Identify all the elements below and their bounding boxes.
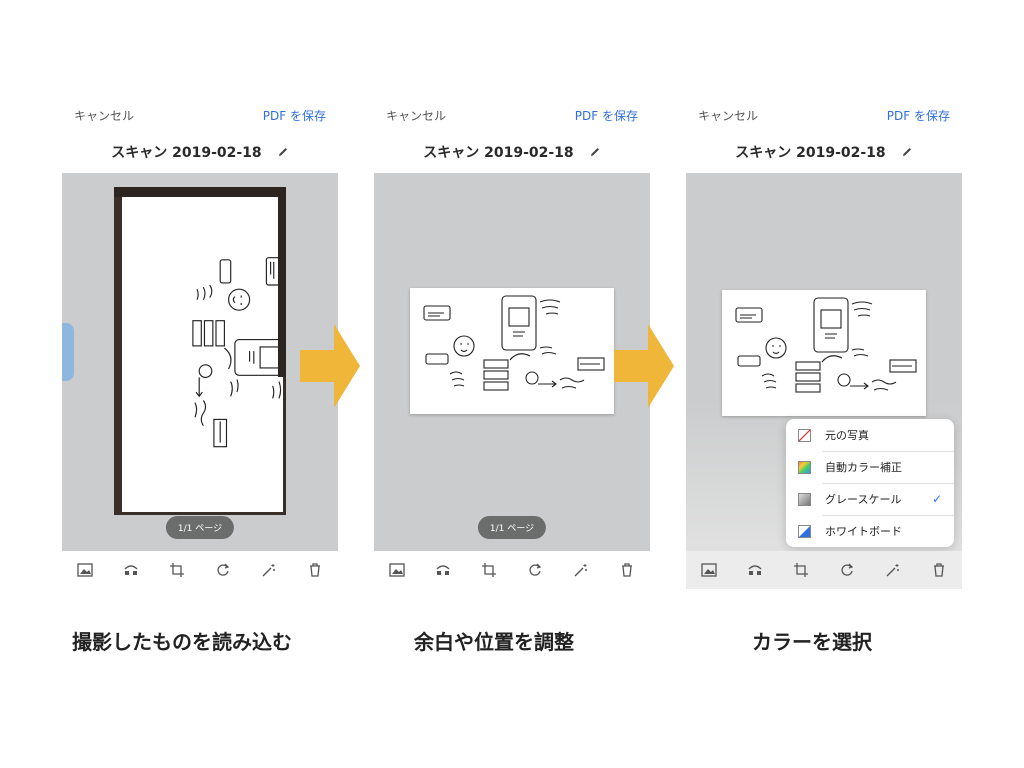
reorder-icon[interactable] (120, 559, 142, 581)
document-title[interactable]: スキャン 2019-02-18 (111, 145, 262, 161)
menu-item-label: 元の写真 (825, 429, 869, 442)
document-title[interactable]: スキャン 2019-02-18 (423, 145, 574, 161)
trash-icon[interactable] (928, 559, 950, 581)
scan-canvas: 元の写真 自動カラー補正 グレースケール ✓ ホワイトボード (686, 173, 962, 588)
menu-item-grayscale[interactable]: グレースケール ✓ (786, 483, 954, 515)
caption-step-1: 撮影したものを読み込む (72, 630, 292, 654)
original-photo-icon (798, 428, 811, 442)
cancel-button[interactable]: キャンセル (74, 109, 135, 123)
menu-item-label: 自動カラー補正 (825, 461, 902, 474)
scanned-photo (114, 187, 293, 515)
pencil-icon[interactable] (277, 143, 289, 162)
step-arrow-icon (614, 324, 674, 408)
crop-icon[interactable] (166, 559, 188, 581)
save-pdf-button[interactable]: PDF を保存 (262, 109, 326, 123)
image-icon[interactable] (698, 559, 720, 581)
bottom-toolbar (686, 551, 962, 589)
menu-item-original[interactable]: 元の写真 (786, 419, 954, 451)
reorder-icon[interactable] (432, 559, 454, 581)
grayscale-icon (798, 492, 811, 506)
top-bar: キャンセル PDF を保存 (62, 100, 338, 130)
sketch-content (423, 295, 605, 391)
title-bar: スキャン 2019-02-18 (374, 142, 650, 164)
check-icon: ✓ (931, 492, 942, 506)
sketch-content (192, 257, 293, 448)
whiteboard-icon (798, 524, 811, 538)
crop-icon[interactable] (790, 559, 812, 581)
scan-canvas: 1/1 ページ (374, 173, 650, 551)
image-icon[interactable] (386, 559, 408, 581)
bottom-toolbar (374, 551, 650, 589)
menu-item-label: ホワイトボード (825, 525, 902, 538)
scanned-photo (410, 288, 614, 414)
title-bar: スキャン 2019-02-18 (686, 142, 962, 164)
trash-icon[interactable] (304, 559, 326, 581)
menu-item-whiteboard[interactable]: ホワイトボード (786, 515, 954, 547)
auto-color-icon (798, 460, 811, 474)
scan-canvas: 1/1 ページ (62, 173, 338, 551)
caption-step-3: カラーを選択 (752, 630, 872, 654)
menu-item-label: グレースケール (825, 493, 902, 506)
scanned-photo (722, 290, 926, 416)
rotate-icon[interactable] (212, 559, 234, 581)
page-indicator: 1/1 ページ (477, 516, 547, 539)
document-title[interactable]: スキャン 2019-02-18 (735, 145, 886, 161)
crop-icon[interactable] (478, 559, 500, 581)
page-indicator: 1/1 ページ (165, 516, 235, 539)
screen-color: キャンセル PDF を保存 スキャン 2019-02-18 元の写真 自動カラー… (686, 100, 962, 590)
cancel-button[interactable]: キャンセル (698, 109, 759, 123)
sketch-content (735, 297, 917, 393)
background-object (62, 323, 74, 381)
title-bar: スキャン 2019-02-18 (62, 142, 338, 164)
magic-wand-icon[interactable] (258, 559, 280, 581)
caption-step-2: 余白や位置を調整 (414, 630, 574, 654)
cancel-button[interactable]: キャンセル (386, 109, 447, 123)
pencil-icon[interactable] (589, 143, 601, 162)
pencil-icon[interactable] (901, 143, 913, 162)
screen-import: キャンセル PDF を保存 スキャン 2019-02-18 1/1 ページ (62, 100, 338, 590)
magic-wand-icon[interactable] (882, 559, 904, 581)
top-bar: キャンセル PDF を保存 (686, 100, 962, 130)
save-pdf-button[interactable]: PDF を保存 (886, 109, 950, 123)
menu-item-auto-color[interactable]: 自動カラー補正 (786, 451, 954, 483)
bottom-toolbar (62, 551, 338, 589)
image-icon[interactable] (74, 559, 96, 581)
reorder-icon[interactable] (744, 559, 766, 581)
color-mode-menu: 元の写真 自動カラー補正 グレースケール ✓ ホワイトボード (786, 419, 954, 547)
rotate-icon[interactable] (524, 559, 546, 581)
step-arrow-icon (300, 324, 360, 408)
magic-wand-icon[interactable] (570, 559, 592, 581)
save-pdf-button[interactable]: PDF を保存 (574, 109, 638, 123)
top-bar: キャンセル PDF を保存 (374, 100, 650, 130)
screen-adjust: キャンセル PDF を保存 スキャン 2019-02-18 1/1 ページ (374, 100, 650, 590)
trash-icon[interactable] (616, 559, 638, 581)
rotate-icon[interactable] (836, 559, 858, 581)
